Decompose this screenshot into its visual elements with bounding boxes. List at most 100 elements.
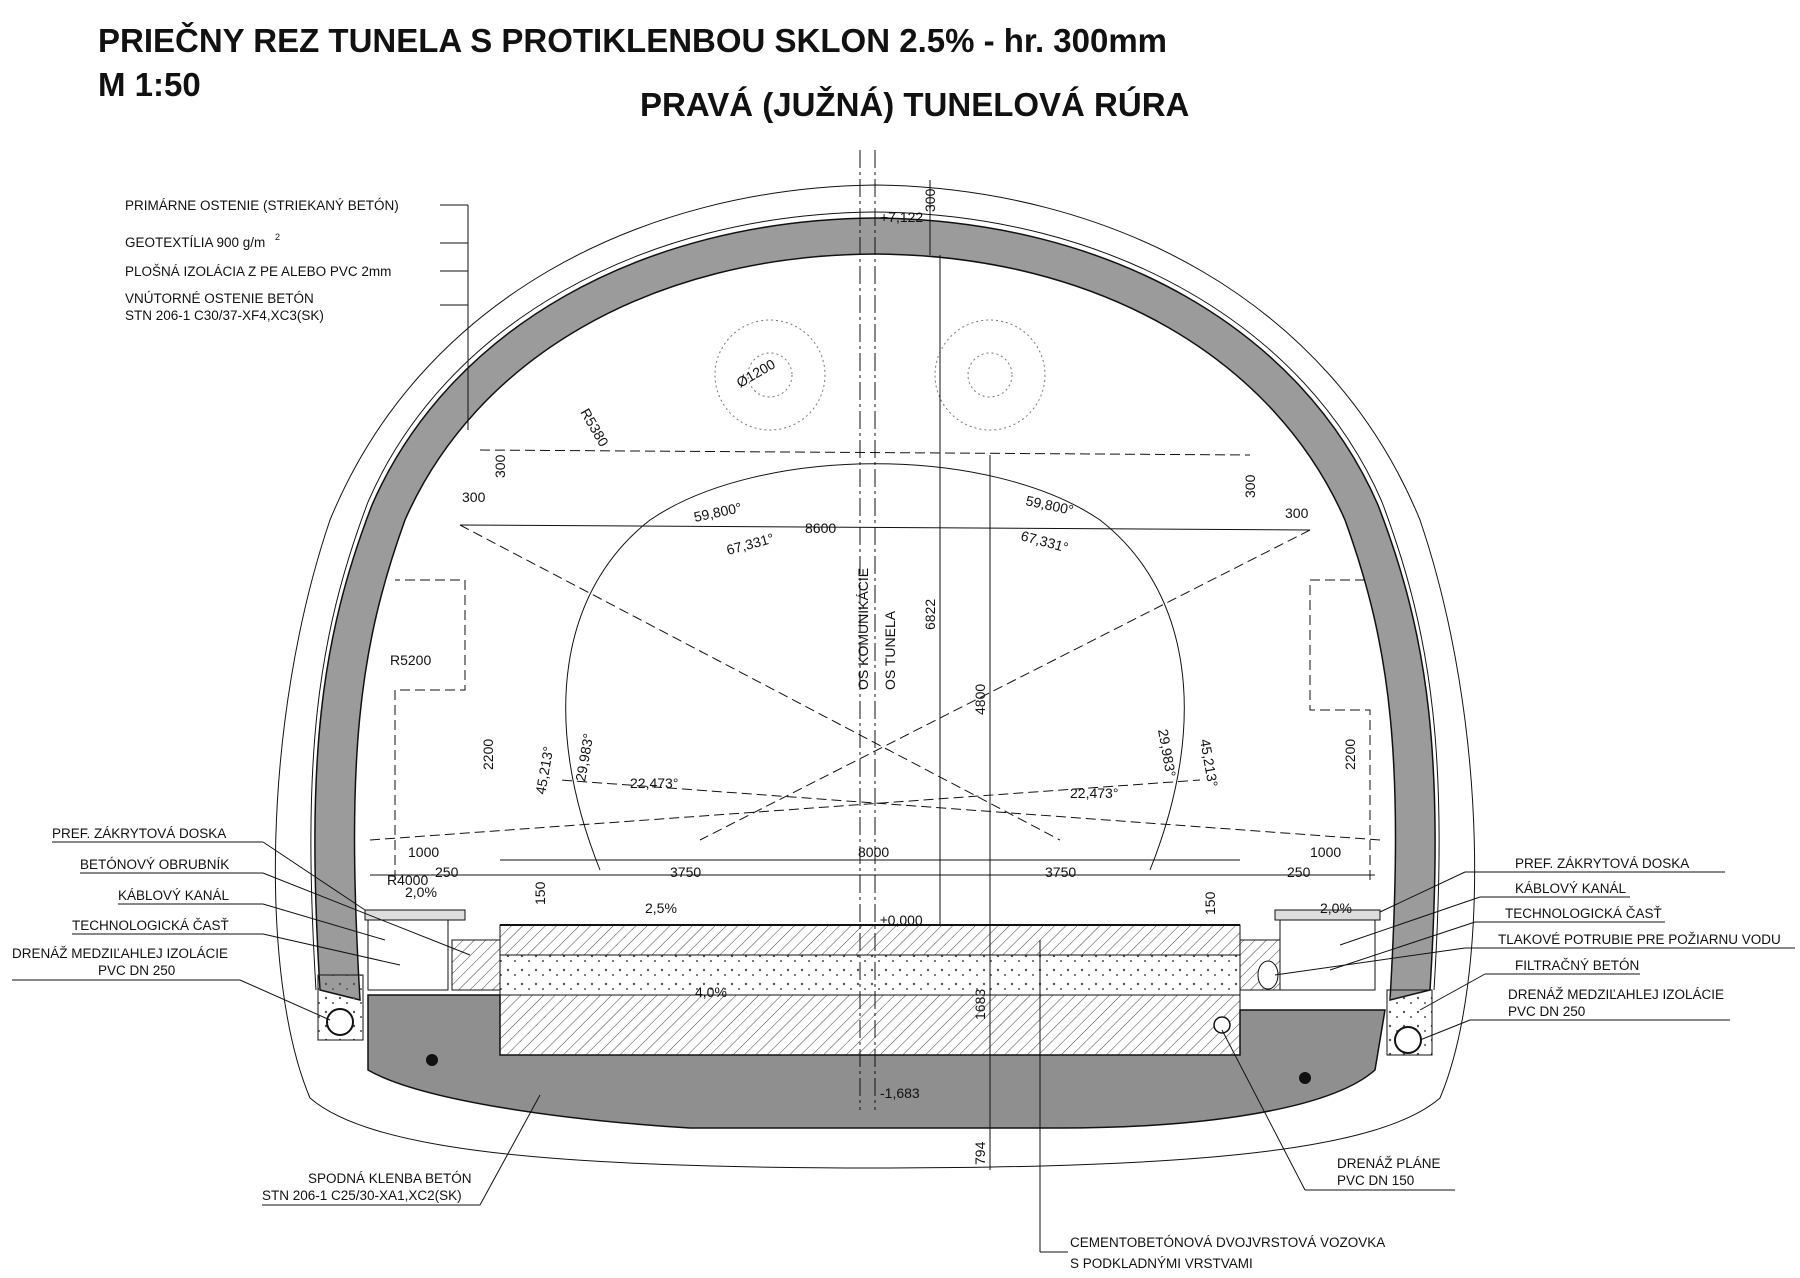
label-pavement-2: S PODKLADNÝMI VRSTVAMI xyxy=(1070,1256,1253,1271)
plane-drain-pipe xyxy=(1213,1016,1231,1034)
label-right-cable-channel: KÁBLOVÝ KANÁL xyxy=(1515,881,1627,896)
dim-side-height-left: 2200 xyxy=(480,739,496,770)
dim-walkway-left: 1000 xyxy=(408,844,439,860)
left-cover-slab xyxy=(364,909,466,921)
level-road: ±0,000 xyxy=(880,912,923,928)
label-left-cable-channel: KÁBLOVÝ KANÁL xyxy=(118,888,230,903)
label-drain-plane-1: DRENÁŽ PLÁNE xyxy=(1337,1156,1441,1171)
legend-geotextile: GEOTEXTÍLIA 900 g/m xyxy=(125,235,265,250)
label-left-tech-part: TECHNOLOGICKÁ ČASŤ xyxy=(72,918,229,933)
angle-452-left: 45,213° xyxy=(532,745,556,795)
drawing-scale: M 1:50 xyxy=(98,66,201,103)
angle-673-left: 67,331° xyxy=(725,530,776,558)
dim-road-width: 8000 xyxy=(858,844,889,860)
angle-598-right: 59,800° xyxy=(1024,492,1075,518)
legend-geotextile-exponent: 2 xyxy=(275,232,280,242)
leader-invert-2 xyxy=(479,1094,541,1206)
leader-right-drain-2 xyxy=(1419,1019,1471,1041)
label-invert-1: SPODNÁ KLENBA BETÓN xyxy=(308,1171,472,1186)
clearance-outline-left xyxy=(394,579,466,880)
road-subbase xyxy=(499,994,1241,1056)
legend-inner-lining-1: VNÚTORNÉ OSTENIE BETÓN xyxy=(125,291,314,306)
label-right-drain-2: PVC DN 250 xyxy=(1508,1004,1585,1019)
dim-radius-inner: R5200 xyxy=(390,652,431,668)
dim-depth-1683: 1683 xyxy=(972,989,988,1020)
dim-clear-height: 4800 xyxy=(972,684,988,715)
clearance-top-line xyxy=(459,524,1311,531)
leader-left-cable-2 xyxy=(262,903,386,941)
right-cover-slab xyxy=(1274,909,1381,921)
angle-673-right: 67,331° xyxy=(1019,527,1070,555)
dim-radius-kerb: R4000 xyxy=(387,872,428,888)
leader-left-pref-cover-2 xyxy=(262,841,366,911)
diag-3 xyxy=(369,779,1201,841)
excavation-outline xyxy=(274,184,1476,1169)
label-right-tech-part: TECHNOLOGICKÁ ČASŤ xyxy=(1505,906,1662,921)
legend-insulation: PLOŠNÁ IZOLÁCIA Z PE ALEBO PVC 2mm xyxy=(125,264,391,279)
jet-fan-right-core xyxy=(967,352,1013,398)
angle-2998-right: 29,983° xyxy=(1155,728,1179,778)
label-pavement-1: CEMENTOBETÓNOVÁ DVOJVRSTOVÁ VOZOVKA xyxy=(1070,1235,1385,1250)
dim-fan-diameter: Ø1200 xyxy=(734,356,779,391)
label-right-drain-1: DRENÁŽ MEDZIĽAHLEJ IZOLÁCIE xyxy=(1508,987,1724,1002)
dim-edge-right: 250 xyxy=(1287,864,1311,880)
left-curb xyxy=(451,939,501,991)
level-crown: +7,122 xyxy=(880,209,923,225)
angle-2247-left: 22,473° xyxy=(630,775,678,791)
label-left-drain-2: PVC DN 250 xyxy=(98,963,175,978)
dim-kerb-left: 150 xyxy=(532,881,548,905)
right-drain-pipe xyxy=(1394,1026,1422,1054)
leader-left-drain-2 xyxy=(239,979,331,1021)
dim-walkway-right: 1000 xyxy=(1310,844,1341,860)
label-left-curb: BETÓNOVÝ OBRUBNÍK xyxy=(80,857,229,872)
dim-lane-right: 3750 xyxy=(1045,864,1076,880)
legend-inner-lining-2: STN 206-1 C30/37-XF4,XC3(SK) xyxy=(125,308,324,323)
dim-kerb-right: 150 xyxy=(1202,891,1218,915)
dim-offset-300-b: 300 xyxy=(462,489,486,505)
right-cable-channel xyxy=(1279,919,1376,991)
angle-452-right: 45,213° xyxy=(1197,738,1221,788)
dim-invert-794: 794 xyxy=(972,1141,988,1165)
leader-right-fire-2 xyxy=(1274,947,1466,976)
tube-title: PRAVÁ (JUŽNÁ) TUNELOVÁ RÚRA xyxy=(640,86,1190,123)
label-tunnel-axis: OS TUNELA xyxy=(882,610,898,690)
label-drain-plane-2: PVC DN 150 xyxy=(1337,1173,1414,1188)
label-road-axis: OS KOMUNIKÁCIE xyxy=(855,568,871,690)
label-left-drain-1: DRENÁŽ MEDZIĽAHLEJ IZOLÁCIE xyxy=(12,946,228,961)
jet-fan-left xyxy=(714,319,826,431)
leader-drain-plane-2 xyxy=(1221,1029,1306,1191)
jet-fan-left-core xyxy=(747,352,793,398)
clearance-arc xyxy=(565,463,1185,871)
slope-base: 4,0% xyxy=(695,984,727,1000)
diag-2 xyxy=(699,529,1311,841)
invert-hole-right xyxy=(1299,1072,1311,1084)
leader-right-cable-2 xyxy=(1339,896,1481,946)
left-drain-pipe xyxy=(326,1008,354,1036)
angle-598-left: 59,800° xyxy=(692,499,743,525)
dim-lining-thickness: 300 xyxy=(922,188,938,212)
dim-offset-300-d: 300 xyxy=(1285,505,1309,521)
slope-road: 2,5% xyxy=(645,900,677,916)
label-right-pref-cover: PREF. ZÁKRYTOVÁ DOSKA xyxy=(1515,856,1689,871)
leader-right-pref-cover-2 xyxy=(1379,871,1466,913)
leader-left-curb-2 xyxy=(262,872,471,956)
label-right-filter-concrete: FILTRAČNÝ BETÓN xyxy=(1515,958,1639,973)
dim-offset-300-c: 300 xyxy=(1242,474,1258,498)
diag-1 xyxy=(459,524,1061,841)
dim-lane-left: 3750 xyxy=(670,864,701,880)
invert-arch xyxy=(367,994,1386,1129)
drawing-title: PRIEČNY REZ TUNELA S PROTIKLENBOU SKLON … xyxy=(98,22,1168,59)
angle-2998-left: 29,983° xyxy=(572,732,596,782)
diag-4 xyxy=(559,779,1381,841)
legend-primary-lining: PRIMÁRNE OSTENIE (STRIEKANÝ BETÓN) xyxy=(125,198,399,213)
dim-side-height-right: 2200 xyxy=(1342,739,1358,770)
leader-left-tech-2 xyxy=(262,933,401,966)
dim-total-height: 6822 xyxy=(922,599,938,630)
jet-fan-right xyxy=(934,319,1046,431)
label-invert-2: STN 206-1 C25/30-XA1,XC2(SK) xyxy=(262,1188,462,1203)
label-right-fire-pipe: TLAKOVÉ POTRUBIE PRE POŽIARNU VODU xyxy=(1498,932,1781,947)
clearance-outline-right xyxy=(1309,579,1371,880)
dim-edge-left: 250 xyxy=(435,864,459,880)
leader-right-tech-2 xyxy=(1329,921,1476,971)
